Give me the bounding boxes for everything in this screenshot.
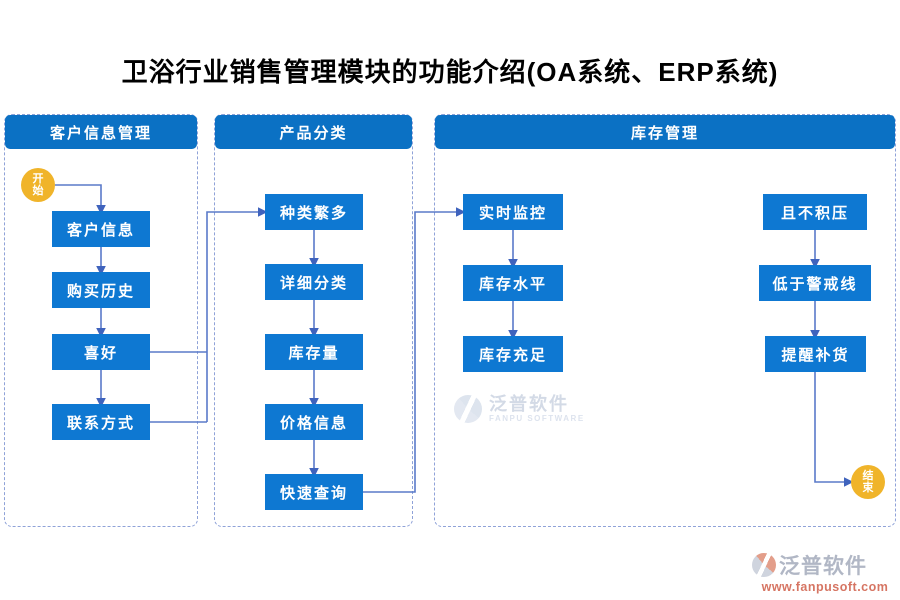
swimlane-inventory: 库存管理 xyxy=(434,114,896,527)
start-terminal-label: 开始 xyxy=(32,173,44,197)
start-terminal: 开始 xyxy=(21,168,55,202)
flow-node-stock-level: 库存水平 xyxy=(463,265,563,301)
flow-node-quick-query: 快速查询 xyxy=(265,474,363,510)
lane-header-product-category: 产品分类 xyxy=(215,115,412,149)
flow-node-replenish-remind: 提醒补货 xyxy=(765,336,866,372)
watermark-center: 泛普软件 FANPU SOFTWARE xyxy=(454,395,585,423)
flow-node-customer-info: 客户信息 xyxy=(52,211,150,247)
lane-header-customer-info: 客户信息管理 xyxy=(5,115,197,149)
flow-node-price-info: 价格信息 xyxy=(265,404,363,440)
flow-node-purchase-history: 购买历史 xyxy=(52,272,150,308)
swimlane-customer-info: 客户信息管理 xyxy=(4,114,198,527)
flow-node-contact-info: 联系方式 xyxy=(52,404,150,440)
flow-node-stock-sufficient: 库存充足 xyxy=(463,336,563,372)
flow-node-stock-quantity: 库存量 xyxy=(265,334,363,370)
lane-header-inventory: 库存管理 xyxy=(435,115,895,149)
flow-node-preferences: 喜好 xyxy=(52,334,150,370)
flow-node-wide-variety: 种类繁多 xyxy=(265,194,363,230)
fanpu-logo-icon xyxy=(454,395,482,423)
flow-node-detailed-classes: 详细分类 xyxy=(265,264,363,300)
swimlane-product-category: 产品分类 xyxy=(214,114,413,527)
fanpu-logo-icon xyxy=(752,553,776,577)
watermark-corner: 泛普软件 www.fanpusoft.com xyxy=(752,550,898,594)
page-title: 卫浴行业销售管理模块的功能介绍(OA系统、ERP系统) xyxy=(121,57,779,87)
end-terminal: 结束 xyxy=(851,465,885,499)
watermark-brand-en: FANPU SOFTWARE xyxy=(489,414,585,423)
flow-node-no-overstock: 且不积压 xyxy=(763,194,867,230)
end-terminal-label: 结束 xyxy=(862,470,874,494)
watermark-corner-brand: 泛普软件 xyxy=(779,555,867,578)
watermark-corner-url: www.fanpusoft.com xyxy=(761,580,889,594)
flow-node-below-warning: 低于警戒线 xyxy=(759,265,871,301)
watermark-brand: 泛普软件 xyxy=(489,394,569,414)
flow-node-realtime-monitor: 实时监控 xyxy=(463,194,563,230)
